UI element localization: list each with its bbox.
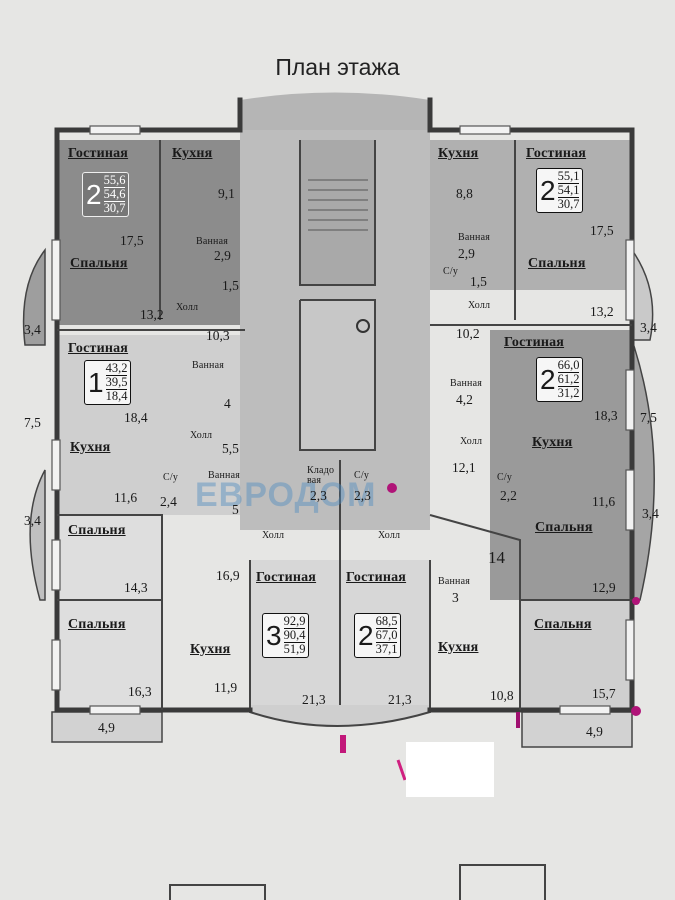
- area-value: 12,9: [592, 580, 616, 595]
- area-value: 10,3: [206, 328, 230, 343]
- area-value: 17,5: [590, 223, 614, 238]
- room-label-kitchen: Кухня: [190, 642, 231, 657]
- room-label-living: Гостиная: [256, 570, 317, 585]
- area-value: 13,2: [140, 307, 164, 322]
- area-value: 13,2: [590, 304, 614, 319]
- room-label-wc: С/у: [163, 472, 179, 483]
- room-label-bathroom: Ванная: [458, 232, 491, 243]
- room-label-hall: Холл: [190, 430, 213, 441]
- area-value: 7,5: [640, 410, 657, 425]
- area-value: 4: [224, 396, 231, 411]
- room-label-living: Гостиная: [504, 335, 565, 350]
- room-label-bathroom: Ванная: [196, 236, 229, 247]
- area-value: 3,4: [640, 320, 657, 335]
- page-title: План этажа: [275, 54, 400, 80]
- room-label-living: Гостиная: [68, 146, 129, 161]
- area-value: 3,4: [24, 513, 41, 528]
- room-label-bedroom: Спальня: [68, 617, 126, 632]
- area-value: 1,5: [470, 274, 487, 289]
- area-value: 1,5: [222, 278, 239, 293]
- area-value: 2,9: [214, 248, 231, 263]
- area-value: 5: [232, 502, 239, 517]
- area-value: 18,4: [124, 410, 148, 425]
- area-value: 10,2: [456, 326, 480, 341]
- area-value: 4,9: [98, 720, 115, 735]
- area-value: 16,9: [216, 568, 240, 583]
- area-value: 3,4: [642, 506, 659, 521]
- redaction-box: [406, 742, 494, 797]
- area-value: 2,3: [310, 488, 327, 503]
- area-value: 2,4: [160, 494, 177, 509]
- area-value: 15,7: [592, 686, 616, 701]
- area-value: 4,2: [456, 392, 473, 407]
- room-label-bedroom: Спальня: [535, 520, 593, 535]
- area-value: 2,2: [500, 488, 517, 503]
- area-value: 11,6: [114, 490, 138, 505]
- area-value: 9,1: [218, 186, 235, 201]
- area-value: 14: [488, 548, 505, 567]
- room-label-wc: С/у: [497, 472, 513, 483]
- room-label-kitchen: Кухня: [438, 146, 479, 161]
- room-label-kitchen: Кухня: [532, 435, 573, 450]
- room-label-bedroom: Спальня: [528, 256, 586, 271]
- room-label-bedroom: Спальня: [534, 617, 592, 632]
- area-value: 2,9: [458, 246, 475, 261]
- room-label-hall: Холл: [262, 530, 285, 541]
- area-value: 5,5: [222, 441, 239, 456]
- area-value: 12,1: [452, 460, 476, 475]
- room-label-hall: Холл: [468, 300, 491, 311]
- room-label-hall: Холл: [378, 530, 401, 541]
- area-value: 11,6: [592, 494, 616, 509]
- room-label-wc: С/у: [443, 266, 459, 277]
- area-value: 14,3: [124, 580, 148, 595]
- area-value: 8,8: [456, 186, 473, 201]
- room-label-bathroom: Ванная: [438, 576, 471, 587]
- room-label-bathroom: Ванная: [450, 378, 483, 389]
- area-value: 7,5: [24, 415, 41, 430]
- area-value: 3,4: [24, 322, 41, 337]
- area-value: 3: [452, 590, 459, 605]
- room-label-living: Гостиная: [526, 146, 587, 161]
- room-label-hall: Холл: [460, 436, 483, 447]
- room-label-kitchen: Кухня: [70, 440, 111, 455]
- area-value: 17,5: [120, 233, 144, 248]
- room-label-kitchen: Кухня: [438, 640, 479, 655]
- area-value: 21,3: [388, 692, 412, 707]
- area-value: 4,9: [586, 724, 603, 739]
- watermark: ЕВРОДОМ: [195, 476, 377, 514]
- room-label-bathroom: Ванная: [192, 360, 225, 371]
- room-label-living: Гостиная: [346, 570, 407, 585]
- area-value: 11,9: [214, 680, 238, 695]
- area-value: 2,3: [354, 488, 371, 503]
- room-label-bedroom: Спальня: [70, 256, 128, 271]
- room-label-storage: Кладо вая: [307, 465, 335, 486]
- room-label-wc: С/у: [354, 470, 370, 481]
- room-label-bedroom: Спальня: [68, 523, 126, 538]
- area-value: 18,3: [594, 408, 618, 423]
- room-label-living: Гостиная: [68, 341, 129, 356]
- area-value: 16,3: [128, 684, 152, 699]
- room-label-kitchen: Кухня: [172, 146, 213, 161]
- room-label-hall: Холл: [176, 302, 199, 313]
- room-label-bathroom: Ванная: [208, 470, 241, 481]
- area-value: 21,3: [302, 692, 326, 707]
- area-value: 10,8: [490, 688, 514, 703]
